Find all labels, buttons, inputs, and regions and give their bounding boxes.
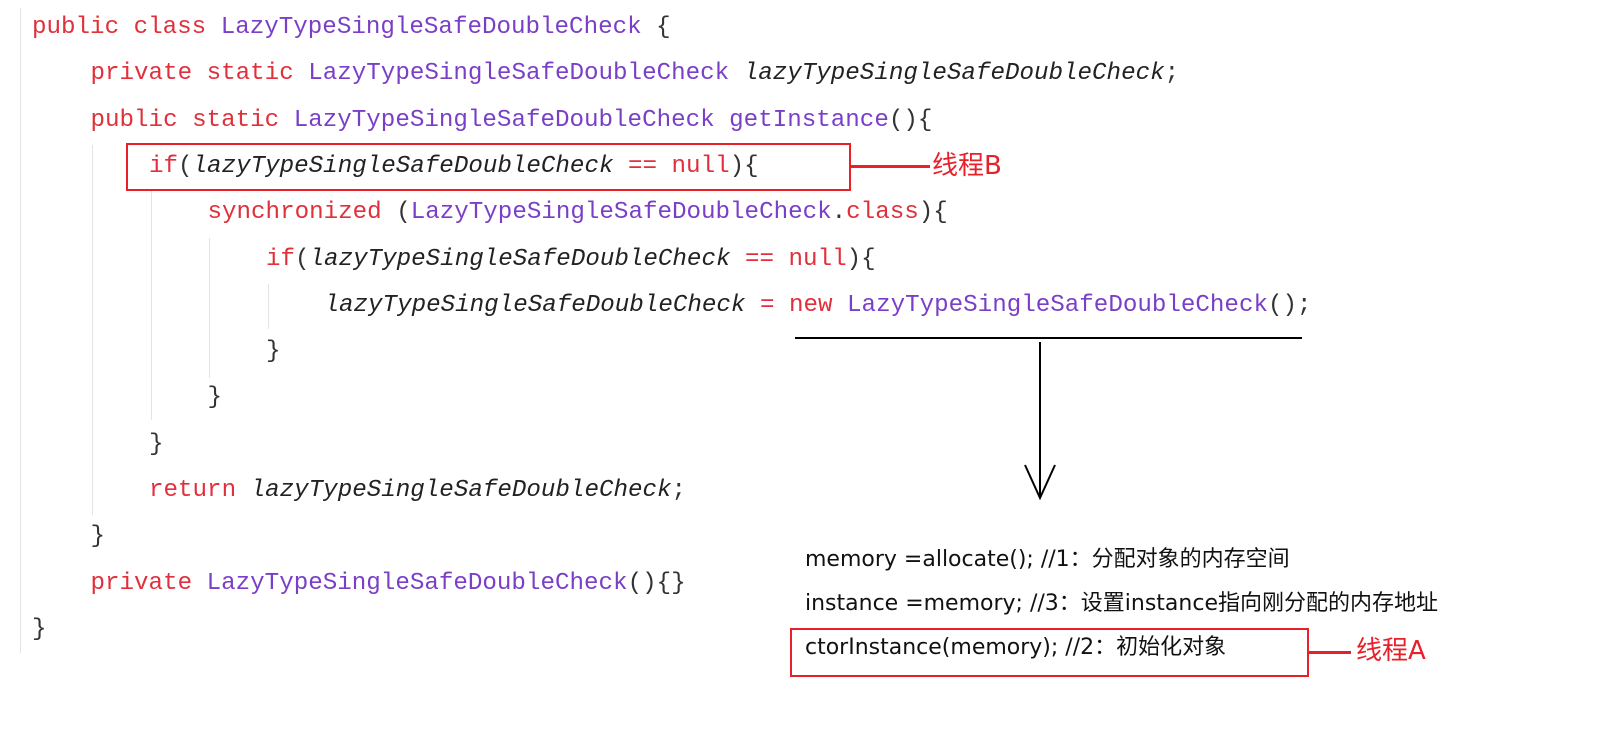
code-token: { <box>641 14 671 41</box>
thread-b-label: 线程B <box>932 151 1002 181</box>
code-token: if <box>266 245 296 273</box>
code-token: lazyTypeSingleSafeDoubleCheck <box>743 60 1165 88</box>
code-token: LazyTypeSingleSafeDoubleCheck <box>847 291 1268 319</box>
code-token: } <box>266 338 281 366</box>
thread-a-highlight-box <box>790 628 1309 677</box>
code-line: private static LazyTypeSingleSafeDoubleC… <box>91 51 1180 97</box>
code-line: private LazyTypeSingleSafeDoubleCheck(){… <box>91 561 686 607</box>
code-token: (){} <box>627 569 686 597</box>
code-token: lazyTypeSingleSafeDoubleCheck <box>309 245 731 273</box>
code-token: == null <box>730 245 847 273</box>
thread-a-connector <box>1309 651 1351 654</box>
code-token: ; <box>1164 60 1180 88</box>
code-token: LazyTypeSingleSafeDoubleCheck <box>293 106 715 134</box>
thread-b-highlight-box <box>126 143 851 191</box>
code-token: ( <box>295 245 310 273</box>
code-token: lazyTypeSingleSafeDoubleCheck <box>250 477 672 504</box>
code-line: } <box>266 329 281 375</box>
indent-guide <box>151 190 152 420</box>
arrow-head <box>1024 464 1056 501</box>
code-token: ){ <box>729 152 759 180</box>
code-token: new <box>788 291 848 319</box>
code-token: synchronized <box>207 199 397 227</box>
code-token: LazyTypeSingleSafeDoubleCheck <box>308 60 730 88</box>
code-token: = <box>745 291 789 319</box>
code-line: } <box>208 375 223 421</box>
code-token: LazyTypeSingleSafeDoubleCheck <box>220 14 642 41</box>
code-token: lazyTypeSingleSafeDoubleCheck <box>324 291 746 319</box>
step-ctor-instance: ctorInstance(memory); //2：初始化对象 <box>805 635 1227 660</box>
code-line: lazyTypeSingleSafeDoubleCheck = new Lazy… <box>325 283 1312 329</box>
thread-a-label: 线程A <box>1356 636 1426 666</box>
code-token: ){ <box>846 245 876 273</box>
code-token: } <box>32 615 47 643</box>
step-assign-instance: instance =memory; //3：设置instance指向刚分配的内存… <box>805 591 1438 616</box>
code-token: LazyTypeSingleSafeDoubleCheck <box>410 199 832 227</box>
code-line: synchronized (LazyTypeSingleSafeDoubleCh… <box>208 190 948 236</box>
code-token: } <box>149 430 164 458</box>
code-token: class <box>846 199 919 227</box>
indent-guide <box>209 238 210 378</box>
code-token: private static <box>90 60 309 88</box>
code-token: == null <box>613 152 730 180</box>
code-token: getInstance <box>714 106 889 134</box>
code-token: . <box>831 199 847 227</box>
code-line: } <box>149 422 164 468</box>
code-token: ; <box>671 477 687 504</box>
code-token: ( <box>178 152 193 180</box>
code-line: public static LazyTypeSingleSafeDoubleCh… <box>91 98 933 144</box>
indent-guide <box>268 284 269 329</box>
code-token: } <box>207 384 223 412</box>
code-token: public static <box>90 106 294 134</box>
code-line: public class LazyTypeSingleSafeDoubleChe… <box>32 5 671 51</box>
code-token: (){ <box>888 106 933 134</box>
code-line: if(lazyTypeSingleSafeDoubleCheck == null… <box>149 144 759 190</box>
indent-guide <box>92 145 93 515</box>
code-token: private <box>90 569 207 597</box>
code-token: ){ <box>918 199 948 227</box>
step-allocate: memory =allocate(); //1：分配对象的内存空间 <box>805 547 1290 572</box>
code-token: LazyTypeSingleSafeDoubleCheck <box>206 569 628 597</box>
code-token: (); <box>1267 291 1312 319</box>
code-line: } <box>91 514 106 560</box>
code-line: if(lazyTypeSingleSafeDoubleCheck == null… <box>266 237 876 283</box>
code-token: if <box>149 152 179 180</box>
code-token: } <box>90 523 106 551</box>
code-token: ( <box>396 199 411 227</box>
code-line: return lazyTypeSingleSafeDoubleCheck; <box>149 468 686 514</box>
code-token: public class <box>32 14 221 41</box>
editor-gutter-line <box>20 8 21 653</box>
thread-b-connector <box>851 165 930 168</box>
code-token: return <box>149 477 251 504</box>
code-line: } <box>32 607 47 653</box>
code-token: lazyTypeSingleSafeDoubleCheck <box>192 152 614 180</box>
